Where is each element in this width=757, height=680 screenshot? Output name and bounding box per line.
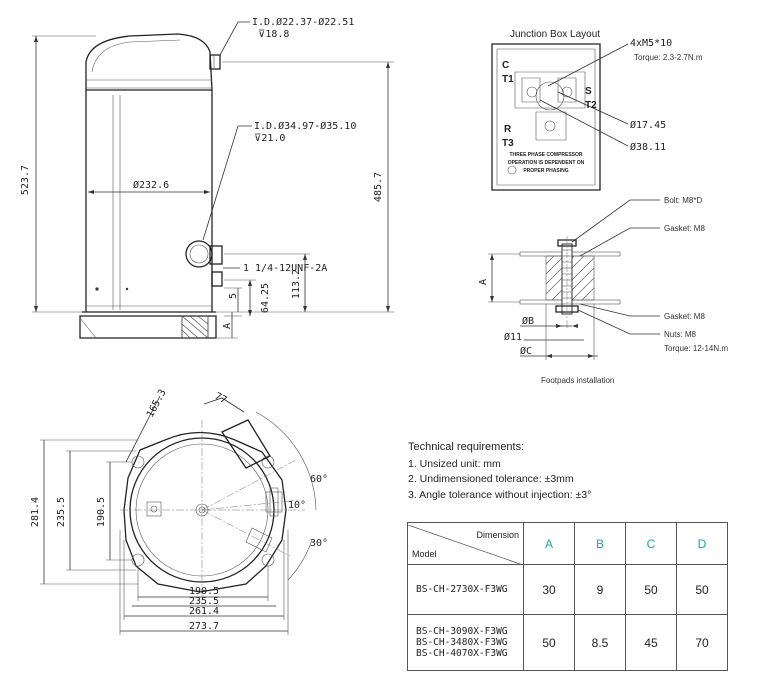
compressor-side-view: I.D.Ø22.37-Ø22.51 ⊽18.8 I.D.Ø34.97-Ø35.1… [20,16,394,339]
angle-30: 30° [310,538,328,549]
dimension-table: Dimension Model A B C D BS-CH-2730X-F3WG… [407,522,728,671]
port-height-label: 113.2 [291,269,302,299]
row-1-b: 9 [574,564,626,615]
row-2-b: 8.5 [574,614,626,671]
tech-item-1: 1. Unsized unit: mm [408,457,501,470]
outlet-depth-label: ⊽21.0 [254,133,285,144]
footpad-caption: Footpads installation [541,376,614,385]
dim-77: 77 [213,391,229,406]
term-t1: T1 [502,74,514,85]
junction-box-title: Junction Box Layout [510,29,600,40]
col-d: D [676,522,728,565]
row-1-c: 50 [625,564,677,615]
term-c: C [502,60,509,71]
footpad-dim-c: ØC [520,345,532,357]
tech-item-2: 2. Undimensioned tolerance: ±3mm [408,473,574,485]
footpad-dim-11: Ø11 [504,331,522,343]
inlet-depth-label: ⊽18.8 [258,29,289,40]
term-r: R [504,124,512,135]
term-t2: T2 [585,100,597,111]
dim-273-7: 273.7 [189,621,219,632]
header-dimension: Dimension [476,529,519,540]
footpad-dim-b: ØB [522,315,534,327]
five-mm-label: 5 [228,293,239,299]
row-2-model: BS-CH-3090X-F3WG BS-CH-3480X-F3WG BS-CH-… [407,614,524,671]
footpad-torque-label: Torque: 12-14N.m [664,344,728,353]
dim-a-side-label: A [222,323,233,329]
angle-10: 10° [288,500,306,511]
height-total-label: 523.7 [20,165,31,195]
row-2-model-3: BS-CH-4070X-F3WG [416,648,508,659]
row-1-model-1: BS-CH-2730X-F3WG [416,584,508,595]
screw-label: 4xM5*10 [630,38,672,49]
dim-281-4: 281.4 [30,497,41,527]
compressor-bottom-view: 165.3 77 281.4 235.5 190.5 60° 10° 30° 1… [30,388,328,635]
thread-label: 1 1/4-12UNF-2A [243,263,327,274]
dim-261-4: 261.4 [189,606,219,617]
shell-diameter-label: Ø232.6 [133,179,169,191]
jb-torque-label: Torque: 2.3-2.7N.m [634,53,703,62]
jb-note-2: OPERATION IS DEPENDENT ON [508,160,585,166]
row-1-model: BS-CH-2730X-F3WG [407,564,524,615]
dim-190-5-v: 190.5 [96,497,107,527]
row-1-a: 30 [523,564,575,615]
term-t3: T3 [502,138,514,149]
row-2-c: 45 [625,614,677,671]
col-b: B [574,522,626,565]
height-inlet-label: 485.7 [373,172,384,202]
inlet-id-label: I.D.Ø22.37-Ø22.51 [252,16,354,28]
technical-requirements: Technical requirements: 1. Unsized unit:… [408,440,591,503]
gasket-bottom-label: Gasket: M8 [664,312,705,321]
footpad-dim-a: A [478,279,489,285]
gasket-top-label: Gasket: M8 [664,224,705,233]
row-2-d: 70 [676,614,728,671]
tech-item-3: 3. Angle tolerance without injection: ±3… [408,488,592,501]
angle-60: 60° [310,474,328,485]
footpad-installation: Bolt: M8*D Gasket: M8 Gasket: M8 Nuts: M… [478,196,728,385]
dia-small-label: Ø17.45 [630,119,666,131]
col-a: A [523,522,575,565]
col-c: C [625,522,677,565]
base-height-label: 64.25 [260,283,271,313]
dim-190-5-h: 190.5 [189,586,219,597]
dim-165-3: 165.3 [145,388,169,420]
row-2-model-1: BS-CH-3090X-F3WG [416,626,508,637]
dim-235-5-h: 235.5 [189,596,219,607]
jb-note-3: PROPER PHASING [523,168,568,174]
dia-large-label: Ø38.11 [630,141,666,153]
tech-heading: Technical requirements: [408,441,525,453]
jb-note-1: THREE PHASE COMPRESSOR [509,152,582,158]
bolt-label: Bolt: M8*D [664,196,702,205]
outlet-id-label: I.D.Ø34.97-Ø35.10 [254,120,356,132]
row-2-model-2: BS-CH-3480X-F3WG [416,637,508,648]
nuts-label: Nuts: M8 [664,330,697,339]
dim-235-5-v: 235.5 [56,497,67,527]
table-corner-header: Dimension Model [407,522,524,565]
junction-box-layout: Junction Box Layout C T1 S T2 R T3 THREE… [491,29,703,191]
row-1-d: 50 [676,564,728,615]
term-s: S [585,86,592,97]
header-model: Model [412,548,437,559]
row-2-a: 50 [523,614,575,671]
